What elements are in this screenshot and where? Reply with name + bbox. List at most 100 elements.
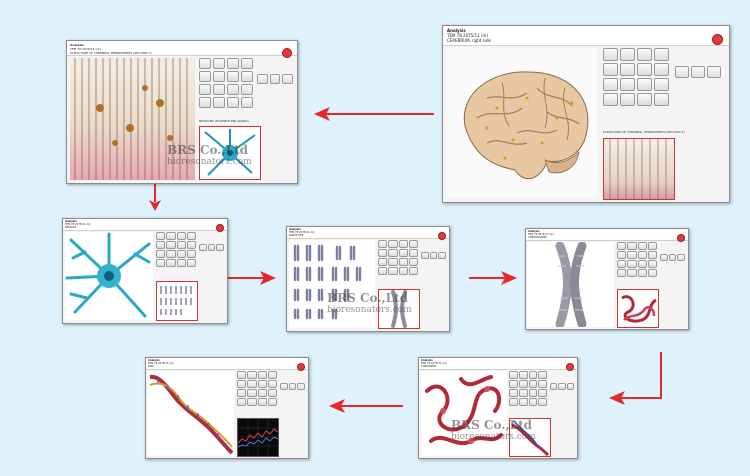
tool-button[interactable] xyxy=(388,258,398,266)
tool-button[interactable] xyxy=(199,244,207,251)
tool-button[interactable] xyxy=(408,267,418,275)
tool-button[interactable] xyxy=(538,371,547,379)
tool-button[interactable] xyxy=(297,383,306,390)
next-level-preview[interactable] xyxy=(509,418,551,457)
tool-button[interactable] xyxy=(199,97,211,108)
tool-button[interactable] xyxy=(199,58,211,69)
tool-button[interactable] xyxy=(566,383,574,390)
tool-button[interactable] xyxy=(627,260,637,268)
tool-button[interactable] xyxy=(378,249,388,257)
tool-button[interactable] xyxy=(691,66,705,78)
tool-button[interactable] xyxy=(388,240,398,248)
tool-button[interactable] xyxy=(388,267,398,275)
tool-button[interactable] xyxy=(654,48,669,61)
tool-button[interactable] xyxy=(213,84,225,95)
tool-button[interactable] xyxy=(637,242,647,250)
tool-button[interactable] xyxy=(660,254,668,261)
tool-button[interactable] xyxy=(156,259,166,267)
tool-button[interactable] xyxy=(509,380,518,388)
tool-button[interactable] xyxy=(257,371,267,379)
tool-button[interactable] xyxy=(509,398,518,406)
tool-button[interactable] xyxy=(247,389,257,397)
tool-button[interactable] xyxy=(675,66,689,78)
dna-analysis-window[interactable]: Analysis TEM 78 2075/11 (rk) DNA xyxy=(145,357,309,459)
chromosome-analysis-window[interactable]: Analysis TEM 78 2075/11 (rk) CHROMOSOME xyxy=(525,228,689,330)
tool-button[interactable] xyxy=(637,260,647,268)
tool-button[interactable] xyxy=(378,267,388,275)
tool-button[interactable] xyxy=(647,269,657,277)
tool-button[interactable] xyxy=(237,371,247,379)
tool-button[interactable] xyxy=(518,371,528,379)
tool-button[interactable] xyxy=(408,258,418,266)
tool-button[interactable] xyxy=(518,389,528,397)
tool-button[interactable] xyxy=(677,254,686,261)
tool-button[interactable] xyxy=(398,267,408,275)
tool-button[interactable] xyxy=(247,380,257,388)
tool-button[interactable] xyxy=(528,389,538,397)
tool-button[interactable] xyxy=(213,97,225,108)
brain-analysis-window[interactable]: Analysis TEM 78 2075/11 (rk) CEREBRUM, r… xyxy=(442,25,730,203)
tool-button[interactable] xyxy=(257,398,267,406)
tool-button[interactable] xyxy=(617,251,627,259)
cortex-analysis-window[interactable]: Analysis TEM 78 2075/11 (rk) STRUCTURE O… xyxy=(66,40,298,184)
tool-button[interactable] xyxy=(186,241,196,249)
tool-button[interactable] xyxy=(637,93,652,106)
next-level-preview[interactable] xyxy=(378,289,420,329)
tool-button[interactable] xyxy=(603,93,618,106)
tool-button[interactable] xyxy=(668,254,677,261)
tool-button[interactable] xyxy=(227,71,239,82)
tool-button[interactable] xyxy=(617,260,627,268)
tool-button[interactable] xyxy=(617,269,627,277)
tool-button[interactable] xyxy=(617,242,627,250)
tool-button[interactable] xyxy=(241,97,253,108)
tool-button[interactable] xyxy=(509,389,518,397)
next-level-preview[interactable] xyxy=(199,126,261,180)
tool-button[interactable] xyxy=(528,398,538,406)
tool-button[interactable] xyxy=(176,232,186,240)
tool-button[interactable] xyxy=(603,48,618,61)
tool-button[interactable] xyxy=(186,250,196,258)
tool-button[interactable] xyxy=(637,48,652,61)
tool-button[interactable] xyxy=(378,240,388,248)
tool-button[interactable] xyxy=(176,259,186,267)
tool-button[interactable] xyxy=(199,71,211,82)
tool-button[interactable] xyxy=(647,260,657,268)
tool-button[interactable] xyxy=(620,48,635,61)
tool-button[interactable] xyxy=(241,84,253,95)
tool-button[interactable] xyxy=(647,242,657,250)
tool-button[interactable] xyxy=(267,398,277,406)
tool-button[interactable] xyxy=(186,259,196,267)
tool-button[interactable] xyxy=(166,259,176,267)
tool-button[interactable] xyxy=(438,252,447,259)
tool-button[interactable] xyxy=(216,244,225,251)
tool-button[interactable] xyxy=(267,389,277,397)
tool-button[interactable] xyxy=(267,371,277,379)
tool-button[interactable] xyxy=(237,380,247,388)
neuron-analysis-window[interactable]: Analysis TEM 78 2075/11 (rk) NEURON xyxy=(62,218,228,324)
tool-button[interactable] xyxy=(398,240,408,248)
tool-button[interactable] xyxy=(267,380,277,388)
tool-button[interactable] xyxy=(213,58,225,69)
tool-button[interactable] xyxy=(241,58,253,69)
tool-button[interactable] xyxy=(627,242,637,250)
tool-button[interactable] xyxy=(166,232,176,240)
record-button[interactable] xyxy=(438,232,446,240)
tool-button[interactable] xyxy=(378,258,388,266)
tool-button[interactable] xyxy=(647,251,657,259)
tool-button[interactable] xyxy=(654,93,669,106)
record-button[interactable] xyxy=(566,363,574,371)
tool-button[interactable] xyxy=(654,63,669,76)
tool-button[interactable] xyxy=(603,63,618,76)
tool-button[interactable] xyxy=(280,383,288,390)
tool-button[interactable] xyxy=(637,269,647,277)
tool-button[interactable] xyxy=(558,383,566,390)
tool-button[interactable] xyxy=(654,78,669,91)
tool-button[interactable] xyxy=(166,250,176,258)
tool-button[interactable] xyxy=(408,249,418,257)
tool-button[interactable] xyxy=(269,74,281,84)
tool-button[interactable] xyxy=(603,78,618,91)
tool-button[interactable] xyxy=(288,383,297,390)
tool-button[interactable] xyxy=(247,371,257,379)
tool-button[interactable] xyxy=(227,84,239,95)
tool-button[interactable] xyxy=(398,249,408,257)
